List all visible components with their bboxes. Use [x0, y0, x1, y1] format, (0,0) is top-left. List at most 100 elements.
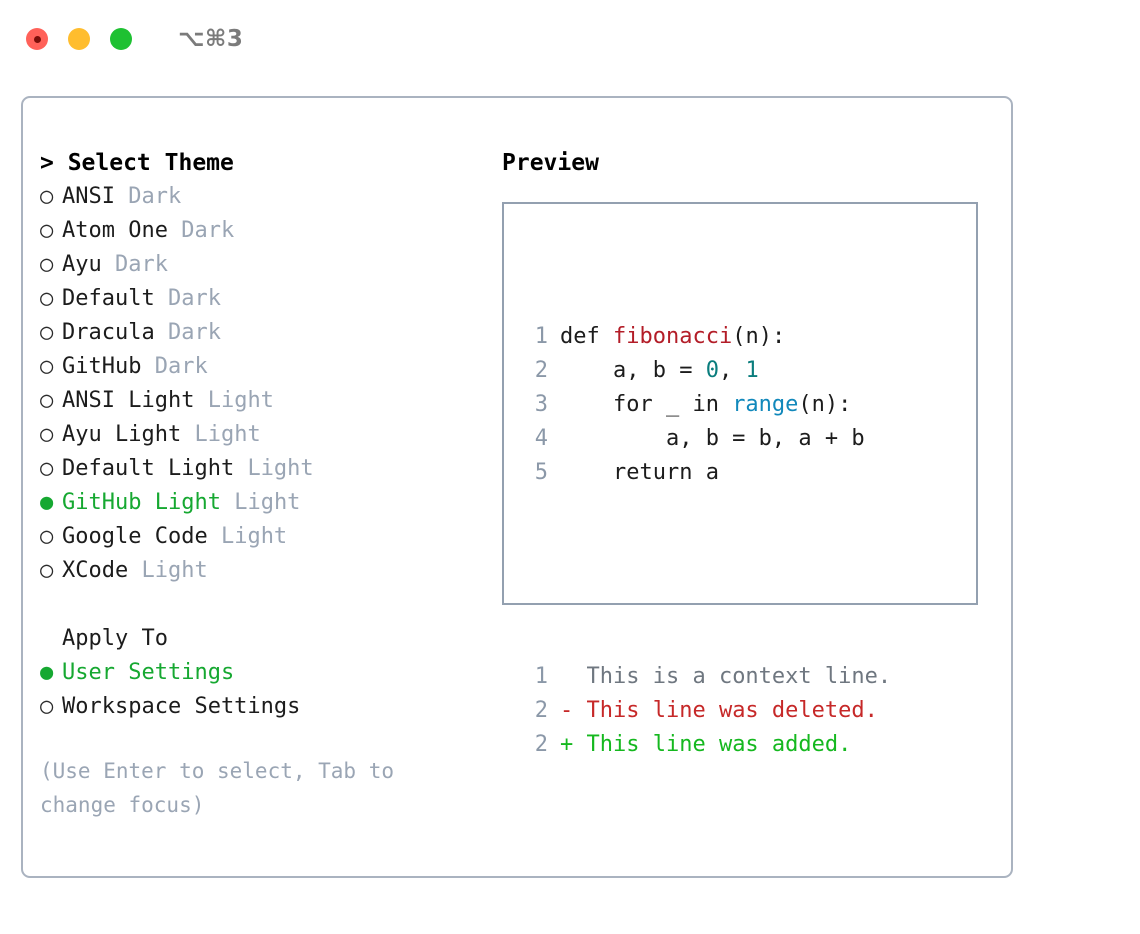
radio-unselected-icon: ○: [40, 422, 54, 447]
theme-option-label: Default: [62, 286, 155, 311]
theme-option-label: GitHub Light: [62, 490, 221, 515]
theme-option-ayu-light[interactable]: ○ Ayu Light Light: [40, 418, 490, 452]
theme-option-ansi[interactable]: ○ ANSI Dark: [40, 180, 490, 214]
apply-option-workspace-settings[interactable]: ○ Workspace Settings: [40, 690, 490, 724]
diff-line-text: This is a context line.: [573, 664, 892, 689]
diff-line-text: This line was added.: [573, 732, 852, 757]
apply-option-user-settings[interactable]: ● User Settings: [40, 656, 490, 690]
theme-option-default[interactable]: ○ Default Dark: [40, 282, 490, 316]
code-line-number: 5: [534, 460, 548, 485]
radio-unselected-icon: ○: [40, 252, 54, 277]
theme-option-github-light[interactable]: ●GitHub Light Light: [40, 486, 490, 520]
radio-selected-icon: ●: [40, 660, 54, 685]
code-token-num: 0: [705, 358, 719, 383]
diff-sign: -: [560, 698, 574, 723]
code-line-text: a, b = b, a + b: [560, 422, 865, 456]
radio-unselected-icon: ○: [40, 286, 54, 311]
code-line-number: 3: [534, 392, 548, 417]
theme-option-label: Google Code: [62, 524, 208, 549]
code-token-plain: for _ in: [560, 392, 733, 417]
radio-unselected-icon: ○: [40, 694, 54, 719]
theme-option-label: Ayu: [62, 252, 102, 277]
code-line: 3 for _ in range(n):: [522, 388, 976, 422]
code-line-text: def fibonacci(n):: [560, 320, 785, 354]
radio-unselected-icon: ○: [40, 218, 54, 243]
theme-option-label: Default Light: [62, 456, 235, 481]
maximize-window-button[interactable]: [110, 28, 132, 50]
keyboard-hint-text: (Use Enter to select, Tab to change focu…: [40, 759, 395, 817]
theme-option-github[interactable]: ○GitHub Dark: [40, 350, 490, 384]
theme-option-ayu[interactable]: ○Ayu Dark: [40, 248, 490, 282]
code-token-fn: fibonacci: [612, 324, 733, 349]
apply-option-label: User Settings: [62, 660, 235, 685]
code-token-plain: a, b =: [560, 358, 706, 383]
code-line: 5 return a: [522, 456, 976, 490]
diff-line-number: 2: [534, 732, 548, 757]
close-window-button[interactable]: [26, 28, 48, 50]
list-spacer: [40, 588, 490, 622]
theme-option-xcode[interactable]: ○ XCode Light: [40, 554, 490, 588]
theme-option-label: ANSI: [62, 184, 115, 209]
theme-option-label: ANSI Light: [62, 388, 195, 413]
apply-option-label: Workspace Settings: [62, 694, 301, 719]
diff-line-text: This line was deleted.: [573, 698, 878, 723]
theme-option-label: Ayu Light: [62, 422, 182, 447]
theme-selector-column: > Select Theme ○ANSI Dark○Atom One Dark○…: [40, 146, 490, 822]
theme-option-google-code[interactable]: ○Google Code Light: [40, 520, 490, 554]
title-bar: ⌥⌘3: [0, 0, 1140, 78]
theme-option-dracula[interactable]: ○ Dracula Dark: [40, 316, 490, 350]
code-line-text: a, b = 0, 1: [560, 354, 759, 388]
radio-unselected-icon: ○: [40, 456, 54, 481]
radio-unselected-icon: ○: [40, 184, 54, 209]
diff-sample: 1 This is a context line.2- This line wa…: [522, 660, 976, 762]
code-line-text: for _ in range(n):: [560, 388, 851, 422]
theme-variant-badge: Dark: [128, 184, 182, 209]
theme-variant-badge: Light: [247, 456, 314, 481]
diff-line-del: 2- This line was deleted.: [522, 694, 976, 728]
theme-option-ansi-light[interactable]: ○ANSI Light Light: [40, 384, 490, 418]
theme-variant-badge: Dark: [154, 354, 208, 379]
window-controls: [26, 28, 132, 50]
theme-variant-badge: Dark: [167, 320, 221, 345]
theme-option-label: Dracula: [62, 320, 155, 345]
apply-to-option-list: ● User Settings ○ Workspace Settings: [40, 656, 490, 724]
code-token-plain: (n):: [732, 324, 786, 349]
code-token-plain: a, b = b, a + b: [560, 426, 865, 451]
theme-option-default-light[interactable]: ○ Default Light Light: [40, 452, 490, 486]
diff-sign: [560, 660, 573, 694]
theme-variant-badge: Light: [207, 388, 274, 413]
select-theme-header: > Select Theme: [40, 150, 234, 176]
diff-line-number: 2: [534, 698, 548, 723]
code-line-number: 2: [534, 358, 548, 383]
code-token-num: 1: [745, 358, 759, 383]
theme-option-label: XCode: [62, 558, 129, 583]
code-token-plain: ,: [718, 358, 746, 383]
code-line-number: 4: [534, 426, 548, 451]
theme-variant-badge: Dark: [167, 286, 221, 311]
code-token-plain: return a: [560, 460, 719, 485]
code-line-text: return a: [560, 456, 719, 490]
preview-title: Preview: [502, 150, 599, 176]
code-line: 2 a, b = 0, 1: [522, 354, 976, 388]
close-icon: [33, 35, 41, 43]
theme-variant-badge: Light: [220, 524, 288, 549]
theme-option-atom-one[interactable]: ○Atom One Dark: [40, 214, 490, 248]
theme-option-list: ○ANSI Dark○Atom One Dark○Ayu Dark○Defaul…: [40, 180, 490, 588]
theme-variant-badge: Light: [194, 422, 261, 447]
window-title-shortcut: ⌥⌘3: [178, 26, 244, 52]
diff-line-add: 2+ This line was added.: [522, 728, 976, 762]
code-token-plain: def: [560, 324, 613, 349]
main-panel: > Select Theme ○ANSI Dark○Atom One Dark○…: [21, 96, 1013, 878]
code-token-plain: (n):: [798, 392, 852, 417]
radio-unselected-icon: ○: [40, 558, 54, 583]
minimize-window-button[interactable]: [68, 28, 90, 50]
radio-unselected-icon: ○: [40, 320, 54, 345]
theme-variant-badge: Dark: [181, 218, 235, 243]
theme-variant-badge: Light: [141, 558, 208, 583]
